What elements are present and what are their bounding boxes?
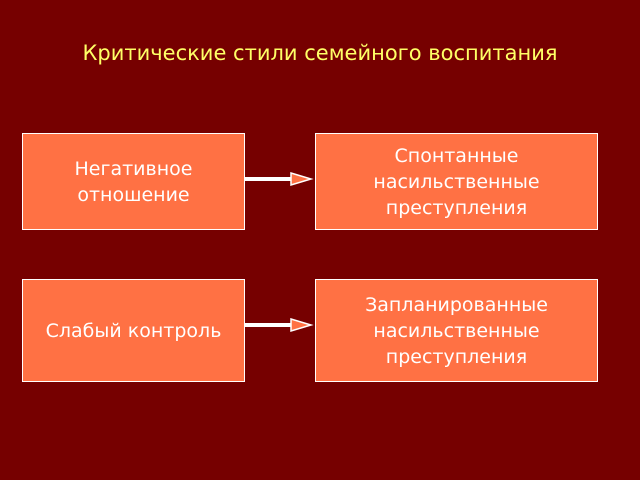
cause-box-negative-attitude: Негативное отношение	[22, 133, 245, 230]
effect-box-spontaneous-crimes: Спонтанные насильственные преступления	[315, 133, 598, 230]
arrow-right-icon	[245, 317, 314, 333]
cause-box-weak-control: Слабый контроль	[22, 279, 245, 382]
effect-box-planned-crimes: Запланированные насильственные преступле…	[315, 279, 598, 382]
arrow-right-icon	[245, 171, 314, 187]
slide-title: Критические стили семейного воспитания	[82, 41, 558, 65]
